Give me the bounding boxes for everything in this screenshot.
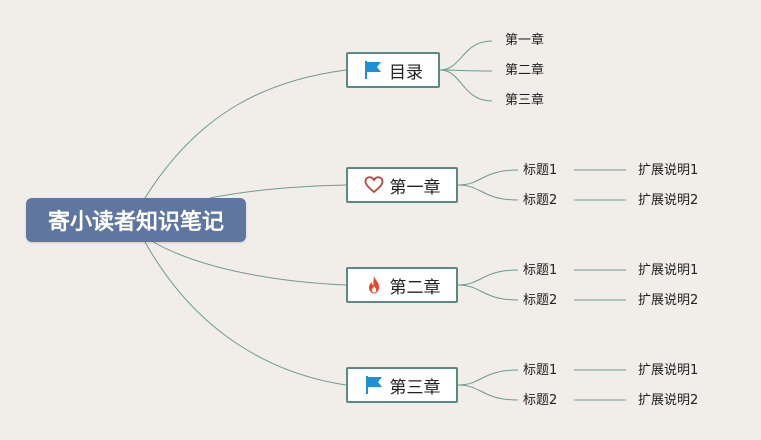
chapter-3-title-2[interactable]: 标题2 (523, 393, 558, 408)
branch-chapter-1[interactable]: 第一章 (346, 167, 458, 203)
fire-icon (364, 275, 384, 295)
chapter-3-link-2 (457, 384, 519, 401)
branch-toc[interactable]: 目录 (346, 52, 440, 88)
chapter-1-note-2[interactable]: 扩展说明2 (638, 193, 699, 208)
toc-item-1[interactable]: 第一章 (505, 33, 545, 48)
toc-link-2 (439, 69, 493, 72)
flag-icon (363, 60, 383, 80)
chapter-2-note-2[interactable]: 扩展说明2 (638, 293, 699, 308)
branch-chapter-2[interactable]: 第二章 (346, 267, 458, 303)
chapter-2-title-2[interactable]: 标题2 (523, 293, 558, 308)
branch-chapter-2-label: 第二章 (389, 277, 441, 298)
chapter-1-note-1[interactable]: 扩展说明1 (638, 163, 699, 178)
root-topic[interactable]: 寄小读者知识笔记 (26, 198, 246, 242)
chapter-2-link-2 (457, 284, 519, 301)
chapter-3-note-1[interactable]: 扩展说明1 (638, 363, 699, 378)
root-link-chapter-2 (149, 239, 347, 286)
chapter-3-title-1[interactable]: 标题1 (523, 363, 558, 378)
branch-chapter-3-label: 第三章 (389, 377, 441, 398)
toc-link-1 (439, 40, 493, 71)
chapter-1-title-2[interactable]: 标题2 (523, 193, 558, 208)
toc-item-2[interactable]: 第二章 (505, 63, 545, 78)
root-link-chapter-1 (209, 184, 347, 199)
branch-chapter-1-label: 第一章 (389, 177, 441, 198)
chapter-2-note-1[interactable]: 扩展说明1 (638, 263, 699, 278)
root-link-toc (144, 69, 347, 199)
root-link-chapter-3 (144, 241, 347, 386)
chapter-2-title-1[interactable]: 标题1 (523, 263, 558, 278)
chapter-1-link-2 (457, 184, 519, 201)
chapter-3-link-1 (457, 369, 519, 386)
branch-toc-label: 目录 (389, 62, 423, 83)
flag-icon (364, 375, 384, 395)
heart-icon (364, 175, 384, 195)
toc-link-3 (439, 69, 493, 102)
chapter-3-note-2[interactable]: 扩展说明2 (638, 393, 699, 408)
branch-chapter-3[interactable]: 第三章 (346, 367, 458, 403)
chapter-1-title-1[interactable]: 标题1 (523, 163, 558, 178)
child-connectors (439, 40, 626, 401)
chapter-2-link-1 (457, 269, 519, 286)
chapter-1-link-1 (457, 169, 519, 186)
root-topic-label: 寄小读者知识笔记 (47, 210, 224, 235)
root-connectors (144, 69, 347, 386)
toc-item-3[interactable]: 第三章 (505, 93, 545, 108)
